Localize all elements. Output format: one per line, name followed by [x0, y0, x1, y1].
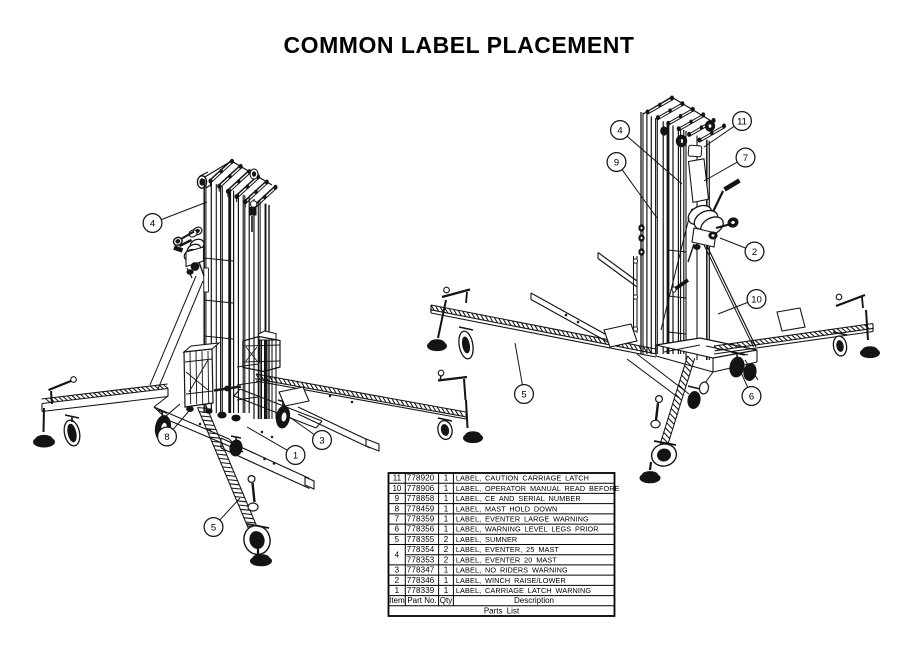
svg-text:LABEL, CARRIAGE LATCH WARNING: LABEL, CARRIAGE LATCH WARNING — [456, 586, 592, 595]
svg-text:5: 5 — [211, 522, 216, 533]
svg-text:LABEL, CE AND SERIAL NUMBER: LABEL, CE AND SERIAL NUMBER — [456, 494, 581, 503]
svg-text:778355: 778355 — [407, 535, 435, 544]
svg-text:778346: 778346 — [407, 576, 435, 585]
svg-text:4: 4 — [395, 551, 400, 560]
svg-text:1: 1 — [293, 450, 298, 461]
svg-text:2: 2 — [395, 576, 400, 585]
svg-text:2: 2 — [752, 247, 757, 258]
svg-text:LABEL, EVENTER 20 MAST: LABEL, EVENTER 20 MAST — [456, 555, 557, 564]
svg-text:2: 2 — [444, 545, 449, 554]
svg-text:778347: 778347 — [407, 566, 435, 575]
svg-text:1: 1 — [444, 484, 449, 493]
svg-text:LABEL, OPERATOR MANUAL READ BE: LABEL, OPERATOR MANUAL READ BEFORE — [456, 484, 620, 493]
svg-text:2: 2 — [444, 555, 449, 564]
svg-text:Parts List: Parts List — [484, 606, 520, 615]
svg-text:8: 8 — [395, 504, 400, 513]
svg-text:5: 5 — [521, 389, 526, 400]
svg-text:10: 10 — [392, 484, 401, 493]
svg-text:778459: 778459 — [407, 504, 435, 513]
svg-text:7: 7 — [743, 153, 748, 164]
svg-text:1: 1 — [444, 474, 449, 483]
svg-text:LABEL, MAST HOLD DOWN: LABEL, MAST HOLD DOWN — [456, 504, 558, 513]
svg-text:1: 1 — [444, 494, 449, 503]
svg-text:1: 1 — [444, 586, 449, 595]
svg-text:LABEL, WARNING LEVEL LEGS PRIO: LABEL, WARNING LEVEL LEGS PRIOR — [456, 525, 599, 534]
svg-text:778906: 778906 — [407, 484, 435, 493]
svg-text:3: 3 — [319, 435, 324, 446]
svg-text:LABEL, EVENTER, 25 MAST: LABEL, EVENTER, 25 MAST — [456, 545, 560, 554]
svg-text:1: 1 — [444, 504, 449, 513]
svg-text:9: 9 — [614, 157, 619, 168]
svg-text:1: 1 — [444, 525, 449, 534]
svg-text:5: 5 — [395, 535, 400, 544]
svg-text:1: 1 — [444, 515, 449, 524]
svg-text:LABEL, CAUTION CARRIAGE LATCH: LABEL, CAUTION CARRIAGE LATCH — [456, 474, 589, 483]
svg-text:LABEL, NO RIDERS WARNING: LABEL, NO RIDERS WARNING — [456, 566, 568, 575]
svg-text:2: 2 — [444, 535, 449, 544]
svg-text:LABEL, SUMNER: LABEL, SUMNER — [456, 535, 517, 544]
svg-text:Description: Description — [514, 596, 554, 605]
svg-text:3: 3 — [395, 566, 400, 575]
svg-text:LABEL, EVENTER LARGE WARNING: LABEL, EVENTER LARGE WARNING — [456, 515, 589, 524]
svg-text:778353: 778353 — [407, 555, 435, 564]
svg-text:778920: 778920 — [407, 474, 435, 483]
svg-text:1: 1 — [444, 576, 449, 585]
svg-text:7: 7 — [395, 515, 400, 524]
svg-text:Qty: Qty — [440, 596, 452, 605]
svg-text:6: 6 — [395, 525, 400, 534]
svg-text:4: 4 — [617, 125, 622, 136]
svg-text:COMMON LABEL PLACEMENT: COMMON LABEL PLACEMENT — [284, 32, 635, 58]
svg-text:778339: 778339 — [407, 586, 435, 595]
svg-text:Part No.: Part No. — [407, 596, 436, 605]
svg-text:778356: 778356 — [407, 525, 435, 534]
svg-text:1: 1 — [444, 566, 449, 575]
svg-text:10: 10 — [751, 294, 762, 305]
svg-text:LABEL, WINCH RAISE/LOWER: LABEL, WINCH RAISE/LOWER — [456, 576, 566, 585]
svg-text:1: 1 — [395, 586, 400, 595]
svg-text:9: 9 — [395, 494, 400, 503]
svg-text:778354: 778354 — [407, 545, 435, 554]
svg-text:Item: Item — [389, 596, 405, 605]
svg-text:6: 6 — [749, 391, 754, 402]
svg-text:778359: 778359 — [407, 515, 435, 524]
svg-text:4: 4 — [150, 218, 155, 229]
svg-text:11: 11 — [393, 474, 402, 483]
svg-text:11: 11 — [737, 116, 747, 127]
svg-text:8: 8 — [164, 432, 169, 443]
svg-text:778858: 778858 — [407, 494, 435, 503]
